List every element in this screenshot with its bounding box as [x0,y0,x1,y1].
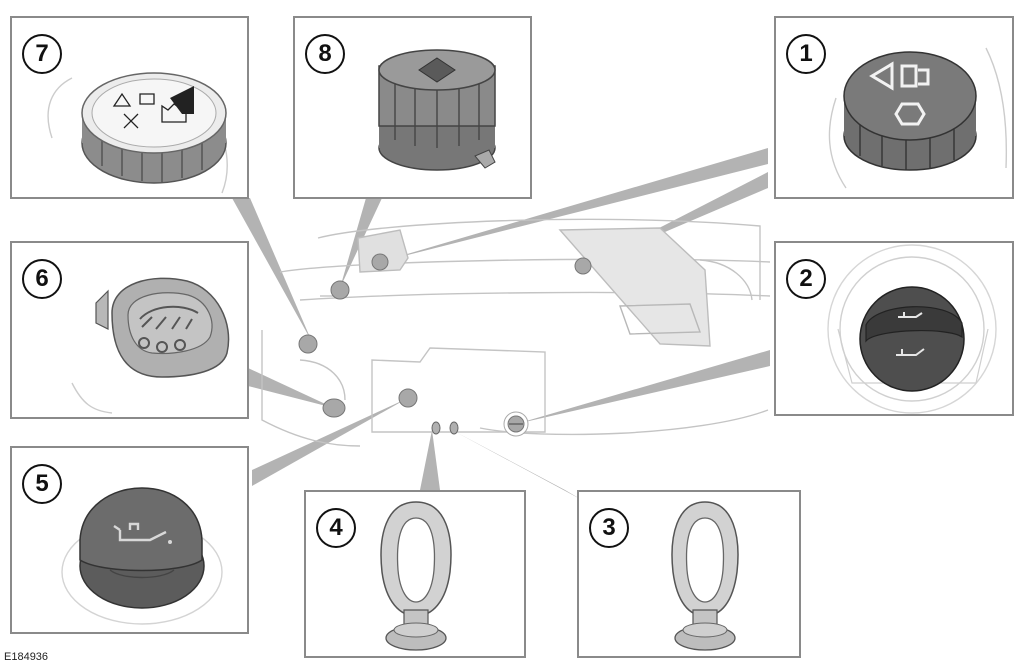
panel-3-dipstick: 3 [577,490,801,658]
callout-5: 5 [22,464,62,504]
panel-2-oil-filler-cap: 2 [774,241,1014,416]
windscreen-washer-cap-icon [71,277,230,414]
callout-2: 2 [786,259,826,299]
bay-cap-markers [298,253,592,437]
callout-3: 3 [589,508,629,548]
panel-6-windscreen-washer-cap: 6 [10,241,249,419]
figure-reference: E184936 [4,651,49,663]
leader-4 [420,430,440,490]
oil-filler-cap-icon [827,244,997,414]
dipstick-ring-icon [380,501,452,651]
panel-5-engine-oil-cap: 5 [10,446,249,634]
panel-4-dipstick: 4 [304,490,526,658]
leader-1a [380,148,768,262]
callout-6: 6 [22,259,62,299]
marker-3 [449,421,459,435]
marker-4 [431,421,441,435]
panel-8-brake-fluid-cap: 8 [293,16,532,199]
dipstick-ring-icon-2 [671,501,739,651]
brake-fluid-cap-icon [378,49,496,171]
marker-8 [330,280,350,300]
marker-1b [574,257,592,275]
marker-1a [371,253,389,271]
panel-1-washer-fluid-cap: 1 [774,16,1014,199]
callout-1: 1 [786,34,826,74]
callout-8: 8 [305,34,345,74]
marker-5 [398,388,418,408]
marker-7 [298,334,318,354]
leader-7 [232,198,312,342]
panel-7-coolant-cap: 7 [10,16,249,199]
callout-7: 7 [22,34,62,74]
coolant-cap-icon [47,72,228,194]
marker-6 [322,398,346,418]
washer-fluid-cap-icon [828,47,1008,189]
leader-5 [252,398,408,486]
leader-3 [452,430,582,500]
leader-6 [248,368,334,408]
leader-2 [516,350,770,424]
callout-4: 4 [316,508,356,548]
engine-oil-cap-icon [61,487,223,625]
